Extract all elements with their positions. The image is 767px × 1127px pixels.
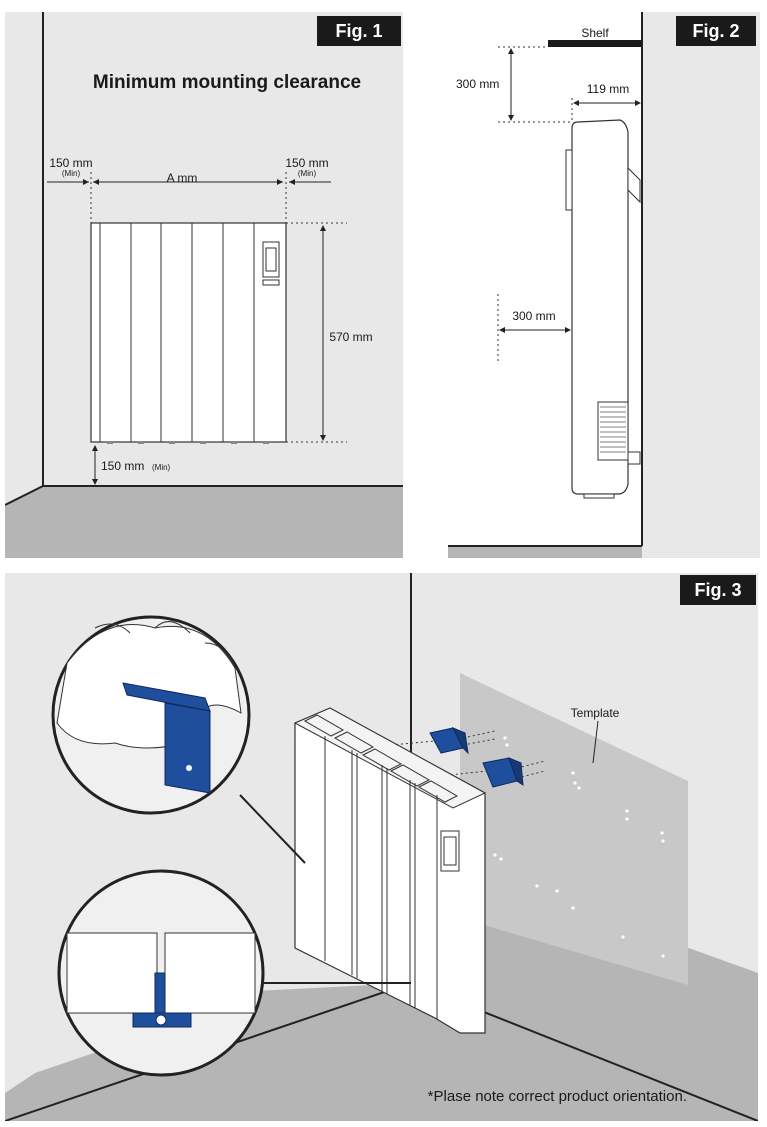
fig1-panel: Fig. 1 Minimum mounting clearance 150 mm… <box>5 12 403 558</box>
fig3-drawing: Fig. 3 Template <box>5 573 758 1121</box>
fig3-wall-bracket-lower <box>482 757 524 788</box>
fig1-floor-min: (Min) <box>152 463 171 472</box>
fig2-drawing: Fig. 2 Shelf 300 mm 119 mm <box>448 12 760 558</box>
fig3-badge: Fig. 3 <box>694 580 741 600</box>
fig1-height-label: 570 mm <box>329 330 372 344</box>
fig2-floor <box>448 546 642 558</box>
fig2-shelf <box>548 40 642 47</box>
fig1-floor <box>5 486 403 558</box>
fig1-badge: Fig. 1 <box>335 21 382 41</box>
fig2-front-clearance: 300 mm <box>512 309 555 323</box>
fig3-radiator <box>293 707 487 1034</box>
fig3-template <box>460 673 688 985</box>
fig3-panel: Fig. 3 Template <box>5 573 758 1121</box>
fig2-depth-label: 119 mm <box>587 82 629 96</box>
fig1-right-clearance: 150 mm <box>285 156 328 170</box>
fig2-radiator-side <box>565 119 641 499</box>
fig3-template-label: Template <box>571 706 620 720</box>
fig1-title: Minimum mounting clearance <box>93 72 361 93</box>
fig3-magnifier-bracket <box>51 615 306 864</box>
fig2-shelf-label: Shelf <box>581 26 609 40</box>
fig1-right-min: (Min) <box>298 169 317 178</box>
fig2-badge: Fig. 2 <box>692 21 739 41</box>
fig3-magnifier-base <box>57 869 411 1077</box>
fig1-badge-bg <box>317 16 401 46</box>
fig3-wall-bracket-upper <box>429 727 469 755</box>
fig1-width-label: A mm <box>167 171 198 185</box>
fig2-shelf-clearance: 300 mm <box>456 77 499 91</box>
fig1-left-clearance: 150 mm <box>49 156 92 170</box>
fig1-radiator <box>90 222 287 444</box>
fig1-drawing: Fig. 1 Minimum mounting clearance 150 mm… <box>5 12 403 558</box>
fig2-wall <box>642 12 760 558</box>
fig2-panel: Fig. 2 Shelf 300 mm 119 mm <box>448 12 760 558</box>
fig1-left-min: (Min) <box>62 169 81 178</box>
fig2-vent-grille <box>597 401 629 461</box>
fig1-floor-clearance: 150 mm <box>101 459 144 473</box>
fig3-orientation-note: *Plase note correct product orientation. <box>428 1088 687 1105</box>
